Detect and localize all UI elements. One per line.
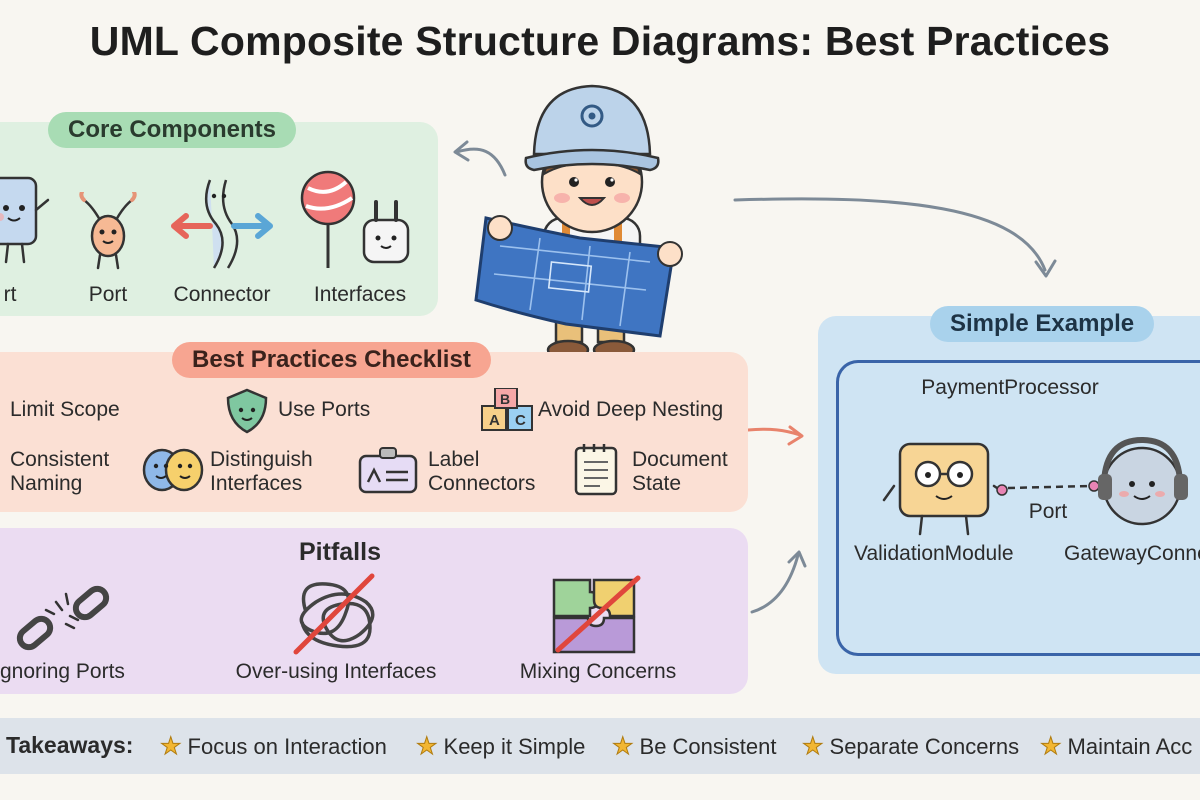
star-icon: ★	[1040, 733, 1062, 761]
notepad-icon	[574, 444, 618, 496]
svg-text:C: C	[515, 412, 526, 429]
connector-arrows-icon	[171, 179, 273, 269]
crossed-puzzle-icon	[552, 575, 641, 654]
gateway-connector-label: GatewayConne	[1064, 542, 1200, 565]
validation-module-label: ValidationModule	[854, 542, 1014, 565]
takeaway-maintain: ★Maintain Acc	[1040, 733, 1193, 761]
payment-processor-label: PaymentProcessor	[921, 376, 1099, 399]
pitfall-ignoring-ports: gnoring Ports	[0, 660, 125, 683]
takeaway-separate-concerns: ★Separate Concerns	[802, 733, 1020, 761]
two-faces-icon	[142, 448, 204, 492]
core-components-panel	[0, 122, 438, 316]
core-connector-label: Connector	[173, 283, 271, 306]
simple-example-heading: Simple Example	[930, 306, 1155, 342]
star-icon: ★	[612, 733, 634, 761]
port-creature-icon	[79, 192, 137, 270]
page-title: UML Composite Structure Diagrams: Best P…	[89, 18, 1111, 64]
pitfalls-heading: Pitfalls	[299, 538, 381, 566]
checklist-document-state: Document State	[632, 448, 728, 495]
core-interfaces-label: Interfaces	[313, 283, 407, 306]
core-components-heading: Core Components	[48, 112, 297, 148]
checklist-distinguish-interfaces: Distinguish Interfaces	[210, 448, 313, 495]
tangled-lines-icon	[293, 573, 375, 655]
takeaway-focus-on-interaction: ★Focus on Interaction	[160, 733, 387, 761]
abc-blocks-icon: A B C	[481, 388, 533, 431]
checklist-consistent-naming: Consistent Naming	[10, 448, 110, 495]
core-part-label: rt	[3, 283, 17, 306]
star-icon: ★	[416, 733, 438, 761]
lollipop-plug-icon	[300, 170, 410, 268]
checklist-heading: Best Practices Checklist	[172, 342, 491, 378]
engineer-mascot-icon	[474, 84, 683, 361]
takeaways-bar	[0, 718, 1200, 774]
pitfall-over-using-interfaces: Over-using Interfaces	[235, 660, 437, 683]
part-block-icon	[0, 176, 50, 264]
takeaway-be-consistent: ★Be Consistent	[612, 733, 777, 761]
svg-text:B: B	[500, 391, 510, 407]
naming-icon	[0, 452, 4, 492]
payment-processor-box	[836, 360, 1200, 656]
svg-text:A: A	[489, 412, 500, 429]
scope-icon	[0, 396, 4, 422]
star-icon: ★	[802, 733, 824, 761]
checklist-use-ports: Use Ports	[278, 398, 371, 421]
core-port-label: Port	[88, 283, 128, 306]
takeaways-heading: Takeaways:	[6, 732, 134, 758]
label-tag-icon	[358, 447, 418, 494]
example-parts-diagram	[882, 436, 1188, 536]
port-label: Port	[1028, 500, 1068, 523]
checklist-label-connectors: Label Connectors	[428, 448, 536, 495]
broken-chain-icon	[16, 585, 110, 651]
checklist-limit-scope: Limit Scope	[10, 398, 120, 421]
takeaway-keep-it-simple: ★Keep it Simple	[416, 733, 586, 761]
shield-port-icon	[226, 388, 268, 434]
checklist-avoid-deep-nesting: Avoid Deep Nesting	[538, 398, 724, 421]
pitfall-mixing-concerns: Mixing Concerns	[519, 660, 677, 683]
star-icon: ★	[160, 733, 182, 761]
